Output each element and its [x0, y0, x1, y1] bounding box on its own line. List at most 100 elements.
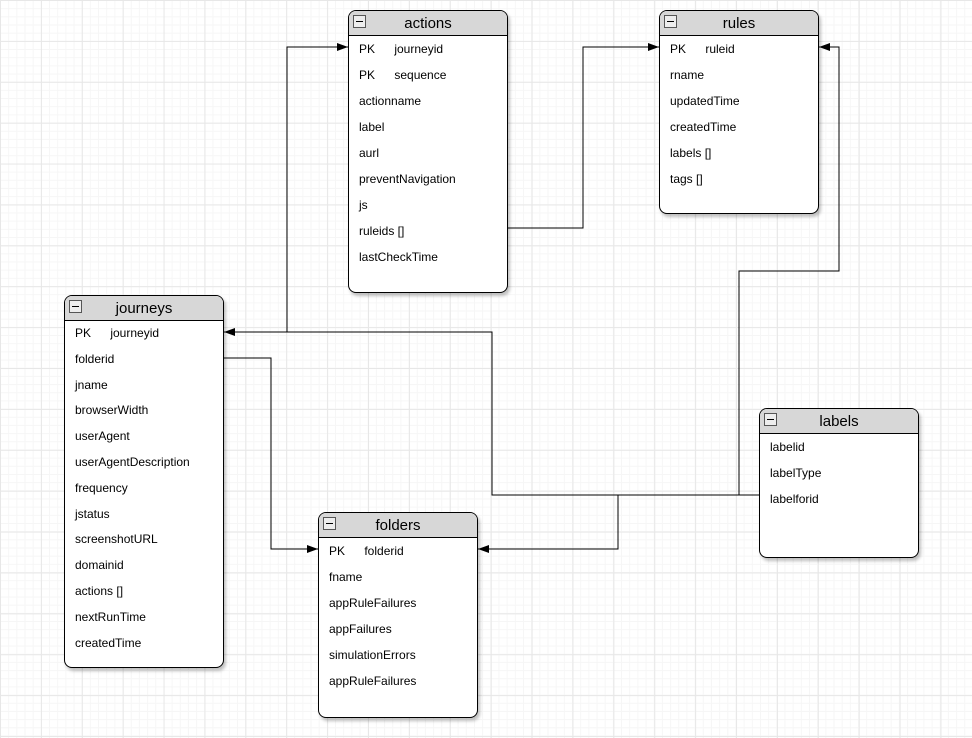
entity-table-rows: labelid labelType labelforid: [760, 434, 918, 512]
table-row[interactable]: appFailures: [319, 616, 477, 642]
entity-table-header[interactable]: actions: [349, 11, 507, 36]
row-attribute-name: updatedTime: [670, 94, 740, 108]
edge-actions-ruleids-to-rules[interactable]: [508, 43, 659, 229]
table-labels[interactable]: labels labelid labelType labelforid: [759, 408, 919, 558]
table-row[interactable]: js: [349, 192, 507, 218]
table-row[interactable]: PK folderid: [319, 538, 477, 564]
table-journeys[interactable]: journeys PK journeyid folderid jname bro…: [64, 295, 224, 668]
table-row[interactable]: PK sequence: [349, 62, 507, 88]
row-attribute-name: createdTime: [75, 635, 142, 650]
table-row[interactable]: screenshotURL: [65, 527, 223, 553]
table-row[interactable]: rname: [660, 62, 818, 88]
row-attribute-name: folderid: [75, 351, 115, 366]
collapse-icon[interactable]: [69, 300, 82, 313]
entity-table-title: journeys: [115, 299, 173, 317]
row-key-label: PK: [359, 68, 376, 82]
table-row[interactable]: labelType: [760, 460, 918, 486]
edge-journeys-to-actions-journeyid[interactable]: [224, 43, 348, 333]
row-attribute-name: appRuleFailures: [329, 674, 417, 688]
row-attribute-name: labelforid: [770, 492, 819, 506]
table-row[interactable]: preventNavigation: [349, 166, 507, 192]
row-key-label: PK: [329, 544, 346, 558]
edge-labels-to-folders-folderid[interactable]: [478, 495, 619, 553]
row-attribute-name: journeyid: [394, 42, 444, 56]
table-row[interactable]: aurl: [349, 140, 507, 166]
entity-table-header[interactable]: labels: [760, 409, 918, 434]
table-row[interactable]: createdTime: [660, 114, 818, 140]
table-row[interactable]: simulationErrors: [319, 642, 477, 668]
row-attribute-name: ruleids []: [359, 224, 405, 238]
table-row[interactable]: domainid: [65, 553, 223, 579]
table-folders[interactable]: folders PK folderid fname appRuleFailure…: [318, 512, 478, 718]
table-row[interactable]: appRuleFailures: [319, 590, 477, 616]
collapse-icon[interactable]: [664, 15, 677, 28]
entity-table-rows: PK ruleid rname updatedTime createdTime …: [660, 36, 818, 192]
table-row[interactable]: jstatus: [65, 502, 223, 528]
row-attribute-name: browserWidth: [75, 403, 149, 418]
row-attribute-name: folderid: [364, 544, 404, 558]
row-attribute-name: journeyid: [110, 326, 160, 340]
table-row[interactable]: nextRunTime: [65, 605, 223, 631]
table-row[interactable]: folderid: [65, 347, 223, 373]
table-row[interactable]: createdTime: [65, 631, 223, 657]
row-key-label: PK: [670, 42, 687, 56]
collapse-icon[interactable]: [353, 15, 366, 28]
table-row[interactable]: actions []: [65, 579, 223, 605]
row-attribute-name: aurl: [359, 146, 380, 160]
table-row[interactable]: userAgentDescription: [65, 450, 223, 476]
row-attribute-name: createdTime: [670, 120, 737, 134]
row-attribute-name: jstatus: [75, 506, 110, 521]
table-row[interactable]: labels []: [660, 140, 818, 166]
row-key-label: PK: [359, 42, 376, 56]
table-rules[interactable]: rules PK ruleid rname updatedTime create…: [659, 10, 819, 214]
entity-table-rows: PK journeyid PK sequence actionname labe…: [349, 36, 507, 270]
row-attribute-name: simulationErrors: [329, 648, 416, 662]
collapse-icon[interactable]: [323, 517, 336, 530]
table-row[interactable]: updatedTime: [660, 88, 818, 114]
table-row[interactable]: appRuleFailures: [319, 668, 477, 694]
row-attribute-name: js: [359, 198, 368, 212]
table-row[interactable]: lastCheckTime: [349, 244, 507, 270]
row-attribute-name: rname: [670, 68, 705, 82]
entity-table-header[interactable]: rules: [660, 11, 818, 36]
row-attribute-name: userAgent: [75, 429, 130, 444]
table-row[interactable]: ruleids []: [349, 218, 507, 244]
table-row[interactable]: labelforid: [760, 486, 918, 512]
table-row[interactable]: label: [349, 114, 507, 140]
row-attribute-name: actions []: [75, 583, 124, 598]
edge-journeys-folderid-to-folders[interactable]: [224, 357, 318, 553]
row-attribute-name: domainid: [75, 558, 124, 573]
collapse-icon[interactable]: [764, 413, 777, 426]
entity-table-rows: PK journeyid folderid jname browserWidth…: [65, 321, 223, 656]
table-row[interactable]: actionname: [349, 88, 507, 114]
row-attribute-name: actionname: [359, 94, 422, 108]
table-row[interactable]: jname: [65, 373, 223, 399]
table-row[interactable]: browserWidth: [65, 398, 223, 424]
table-row[interactable]: tags []: [660, 166, 818, 192]
row-attribute-name: appRuleFailures: [329, 596, 417, 610]
table-row[interactable]: PK ruleid: [660, 36, 818, 62]
entity-table-header[interactable]: journeys: [65, 296, 223, 321]
table-row[interactable]: PK journeyid: [349, 36, 507, 62]
entity-table-title: rules: [722, 14, 756, 32]
entity-table-header[interactable]: folders: [319, 513, 477, 538]
table-actions[interactable]: actions PK journeyid PK sequence actionn…: [348, 10, 508, 293]
row-attribute-name: ruleid: [705, 42, 735, 56]
row-attribute-name: userAgentDescription: [75, 454, 190, 469]
edge-labels-to-rules-ruleid[interactable]: [738, 43, 840, 496]
row-attribute-name: screenshotURL: [75, 532, 158, 547]
row-attribute-name: fname: [329, 570, 363, 584]
entity-table-rows: PK folderid fname appRuleFailures appFai…: [319, 538, 477, 694]
row-attribute-name: appFailures: [329, 622, 392, 636]
table-row[interactable]: labelid: [760, 434, 918, 460]
row-attribute-name: lastCheckTime: [359, 250, 438, 264]
table-row[interactable]: fname: [319, 564, 477, 590]
edge-labels-to-journeys-journeyid[interactable]: [224, 328, 759, 496]
entity-table-title: folders: [375, 516, 421, 534]
table-row[interactable]: PK journeyid: [65, 321, 223, 347]
row-attribute-name: nextRunTime: [75, 609, 146, 624]
table-row[interactable]: frequency: [65, 476, 223, 502]
table-row[interactable]: userAgent: [65, 424, 223, 450]
row-attribute-name: tags []: [670, 172, 703, 186]
